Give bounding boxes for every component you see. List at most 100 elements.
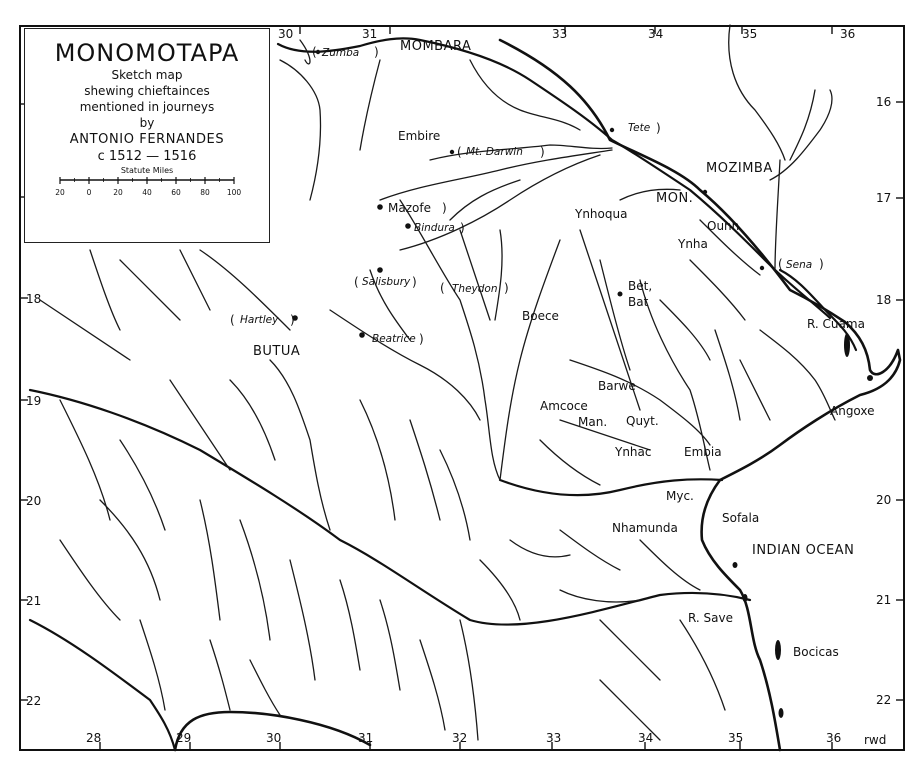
town-marker-mt-darwin	[449, 149, 455, 155]
lat-right-21: 21	[876, 593, 891, 607]
lon-bottom-29: 29	[176, 731, 191, 745]
island-bocicas-2	[778, 708, 784, 718]
place-ounh: Ounh	[707, 219, 739, 233]
lon-top-36: 36	[840, 27, 855, 41]
modern-beatrice: Beatrice	[372, 333, 416, 345]
svg-text:): )	[819, 257, 824, 271]
region-butua: BUTUA	[253, 344, 300, 359]
lat-left-20: 20	[26, 494, 41, 508]
place-nhamunda: Nhamunda	[612, 521, 678, 535]
town-marker-bet-bat	[617, 291, 623, 297]
place-bat: Bat	[628, 295, 649, 309]
place-sofala: Sofala	[722, 511, 759, 525]
modern-tete: Tete	[628, 122, 650, 134]
place-myc: Myc.	[666, 489, 694, 503]
lat-right-17: 17	[876, 191, 891, 205]
island-sofala	[732, 562, 738, 568]
lon-bottom-31: 31	[358, 731, 373, 745]
legend-subtitle-3: mentioned in journeys	[79, 100, 215, 114]
chieftaincy-labels: Embire Mazofe Ynhoqua Ynha Ounh Bet, Bat…	[388, 129, 875, 659]
modern-hartley: Hartley	[240, 314, 279, 326]
lon-top-33: 33	[552, 27, 567, 41]
place-man: Man.	[578, 415, 607, 429]
svg-text:(: (	[457, 145, 462, 159]
legend-author: ANTONIO FERNANDES	[69, 132, 225, 147]
scale-tick-label: 20	[55, 188, 65, 197]
island-angoxe	[867, 375, 873, 381]
map-legend: MONOMOTAPA Sketch map shewing chieftainc…	[24, 28, 270, 243]
modern-bindura: Bindura	[414, 222, 455, 234]
place-embire: Embire	[398, 129, 440, 143]
lat-right-18: 18	[876, 293, 891, 307]
river-zambezi	[276, 37, 832, 320]
lat-right-20: 20	[876, 493, 891, 507]
signature: rwd	[864, 733, 886, 747]
place-quyt: Quyt.	[626, 414, 659, 428]
svg-text:): )	[419, 332, 424, 346]
region-mozimba: MOZIMBA	[706, 161, 773, 176]
scale-tick-label: 60	[171, 188, 181, 197]
lon-bottom-32: 32	[452, 731, 467, 745]
lon-bottom-35: 35	[728, 731, 743, 745]
lon-top-35: 35	[742, 27, 757, 41]
svg-text:): )	[656, 121, 661, 135]
town-marker-sena	[759, 265, 765, 271]
svg-text:): )	[504, 281, 509, 295]
region-mon: MON.	[656, 191, 693, 206]
place-bocicas: Bocicas	[793, 645, 839, 659]
lon-top-31: 31	[362, 27, 377, 41]
town-marker-mazofe	[377, 204, 383, 210]
lat-right-16: 16	[876, 95, 891, 109]
region-labels: MOMBARA MOZIMBA MON. BUTUA INDIAN OCEAN	[253, 39, 854, 558]
region-mombara: MOMBARA	[400, 39, 471, 54]
town-marker-tete	[609, 127, 615, 133]
town-marker-mon	[702, 189, 708, 195]
place-amcoce: Amcoce	[540, 399, 588, 413]
lat-left-19: 19	[26, 394, 41, 408]
svg-text:): )	[442, 201, 447, 215]
town-marker-salisbury	[377, 267, 383, 273]
modern-salisbury: Salisbury	[362, 276, 411, 288]
svg-text:): )	[460, 221, 465, 235]
lon-bottom-34: 34	[638, 731, 653, 745]
svg-text:): )	[290, 313, 295, 327]
svg-text:): )	[374, 45, 379, 59]
island-cuama-mouth	[844, 333, 850, 357]
coordinate-ticks	[20, 26, 904, 750]
svg-text:(: (	[230, 313, 235, 327]
lat-left-22: 22	[26, 694, 41, 708]
town-marker-hartley	[292, 315, 298, 321]
legend-subtitle-1: Sketch map	[111, 68, 183, 82]
svg-text:(: (	[778, 257, 783, 271]
rivers	[28, 24, 858, 752]
legend-subtitle-2: shewing chieftainces	[84, 84, 210, 98]
legend-subtitle-4: by	[139, 116, 155, 130]
scale-tick-label: 0	[87, 188, 92, 197]
svg-text:(: (	[440, 281, 445, 295]
place-r-cuama: R. Cuama	[807, 317, 865, 331]
place-ynhac: Ynhac	[614, 445, 652, 459]
modern-zumba: Zumba	[321, 47, 359, 59]
scale-tick-label: 40	[142, 188, 152, 197]
place-embia: Embia	[684, 445, 722, 459]
lon-bottom-33: 33	[546, 731, 561, 745]
lat-right-22: 22	[876, 693, 891, 707]
lat-left-21: 21	[26, 594, 41, 608]
modern-sena: Sena	[786, 259, 812, 271]
lon-top-30: 30	[278, 27, 293, 41]
river-save	[28, 388, 752, 626]
place-boece: Boece	[522, 309, 559, 323]
place-barwe: Barwe	[598, 379, 636, 393]
town-marker-zumba	[315, 49, 321, 55]
scale-tick-label: 20	[113, 188, 123, 197]
region-indian-ocean: INDIAN OCEAN	[752, 543, 854, 558]
lon-bottom-30: 30	[266, 731, 281, 745]
coastline	[173, 38, 902, 752]
lat-left-18: 18	[26, 292, 41, 306]
svg-text:): )	[540, 145, 545, 159]
modern-mt-darwin: Mt. Darwin	[466, 146, 523, 158]
svg-text:): )	[412, 275, 417, 289]
river-limpopo	[28, 618, 177, 752]
scale-title: Statute Miles	[120, 166, 174, 175]
